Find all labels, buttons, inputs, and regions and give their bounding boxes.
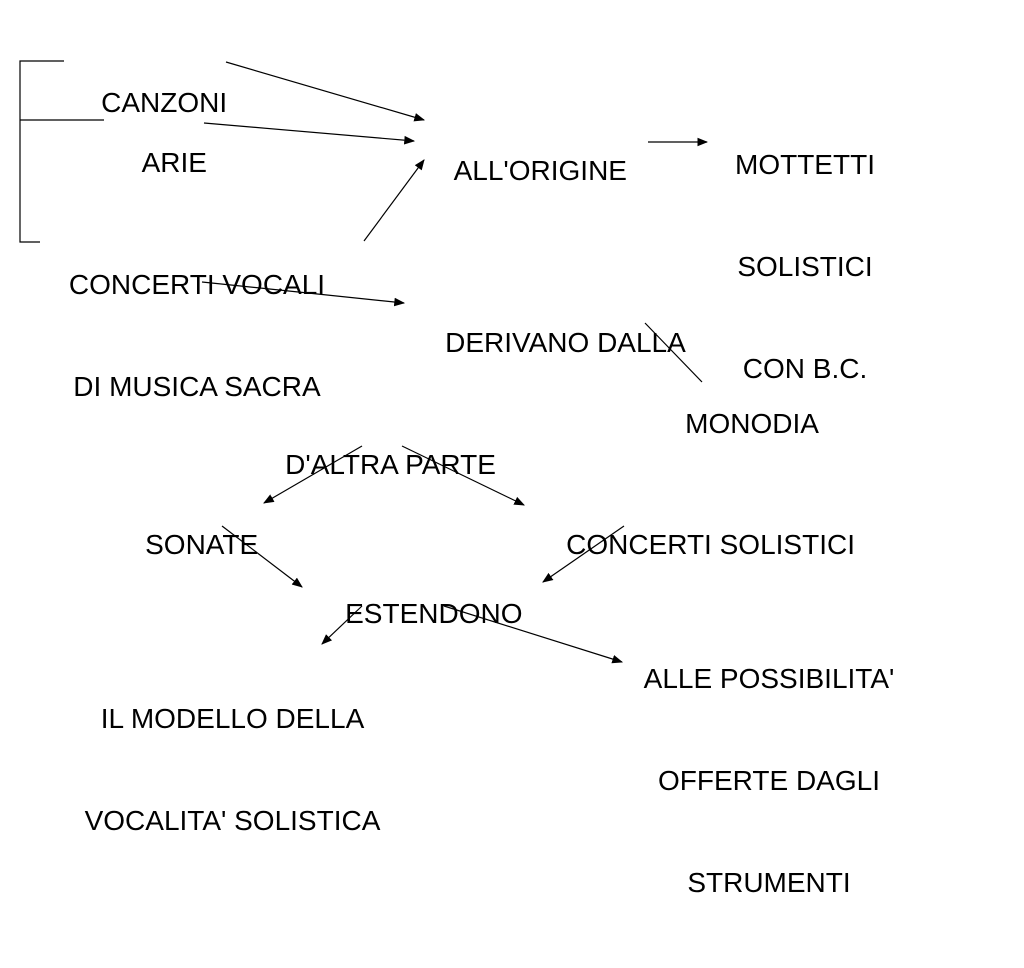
node-possibilita-line2: OFFERTE DAGLI bbox=[658, 765, 880, 796]
node-modello-line1: IL MODELLO DELLA bbox=[100, 703, 365, 734]
arrow-arie-origine bbox=[203, 122, 416, 145]
node-possibilita: ALLE POSSIBILITA' OFFERTE DAGLI STRUMENT… bbox=[604, 594, 934, 968]
node-derivano-dalla: DERIVANO DALLA bbox=[414, 292, 686, 394]
concept-map: CANZONI ARIE CONCERTI VOCALI DI MUSICA S… bbox=[19, 52, 910, 898]
arrow-canzoni-origine bbox=[225, 61, 426, 122]
connector-layer bbox=[19, 60, 709, 664]
node-mottetti-line1: MOTTETTI bbox=[735, 149, 875, 180]
node-monodia: MONODIA bbox=[654, 373, 819, 475]
node-mottetti-line2: SOLISTICI bbox=[737, 251, 873, 282]
node-possibilita-line1: ALLE POSSIBILITA' bbox=[643, 663, 895, 694]
arrow-concerti-origine bbox=[363, 159, 425, 242]
node-modello-line2: VOCALITA' SOLISTICA bbox=[84, 805, 381, 836]
node-concerti-vocali-line2: DI MUSICA SACRA bbox=[73, 371, 321, 402]
arrow-concerti-estendono bbox=[542, 525, 625, 583]
node-estendono-label: ESTENDONO bbox=[345, 598, 523, 629]
node-monodia-label: MONODIA bbox=[685, 408, 819, 439]
group-bracket bbox=[19, 60, 64, 243]
node-daltra-parte: D'ALTRA PARTE bbox=[254, 414, 496, 516]
arrow-daltra-sonate bbox=[263, 445, 363, 504]
node-mottetti-line3: CON B.C. bbox=[742, 353, 868, 384]
node-daltra-parte-label: D'ALTRA PARTE bbox=[285, 449, 496, 480]
arrow-sonate-estendono bbox=[221, 525, 303, 588]
node-arie: ARIE bbox=[112, 112, 207, 214]
node-concerti-solistici: CONCERTI SOLISTICI bbox=[535, 494, 855, 596]
node-sonate-label: SONATE bbox=[145, 529, 259, 560]
node-arie-label: ARIE bbox=[141, 147, 207, 178]
arrow-estendono-modello bbox=[321, 605, 363, 645]
arrow-estendono-possibilita bbox=[443, 605, 624, 664]
node-canzoni-label: CANZONI bbox=[101, 87, 228, 118]
node-possibilita-line3: STRUMENTI bbox=[687, 867, 851, 898]
node-sonate: SONATE bbox=[114, 494, 258, 596]
node-concerti-solistici-label: CONCERTI SOLISTICI bbox=[566, 529, 855, 560]
node-estendono: ESTENDONO bbox=[314, 563, 522, 665]
line-derivano-monodia bbox=[644, 322, 703, 383]
node-mottetti: MOTTETTI SOLISTICI CON B.C. bbox=[700, 80, 910, 454]
arrow-concerti-derivano bbox=[201, 281, 406, 307]
node-concerti-vocali: CONCERTI VOCALI DI MUSICA SACRA bbox=[32, 200, 362, 472]
arrow-daltra-concerti bbox=[401, 445, 525, 506]
node-derivano-dalla-label: DERIVANO DALLA bbox=[445, 327, 686, 358]
node-all-origine-label: ALL'ORIGINE bbox=[453, 155, 627, 186]
node-canzoni: CANZONI bbox=[70, 52, 227, 154]
node-all-origine: ALL'ORIGINE bbox=[424, 120, 627, 222]
node-concerti-vocali-line1: CONCERTI VOCALI bbox=[68, 269, 326, 300]
node-modello: IL MODELLO DELLA VOCALITA' SOLISTICA bbox=[40, 634, 425, 906]
